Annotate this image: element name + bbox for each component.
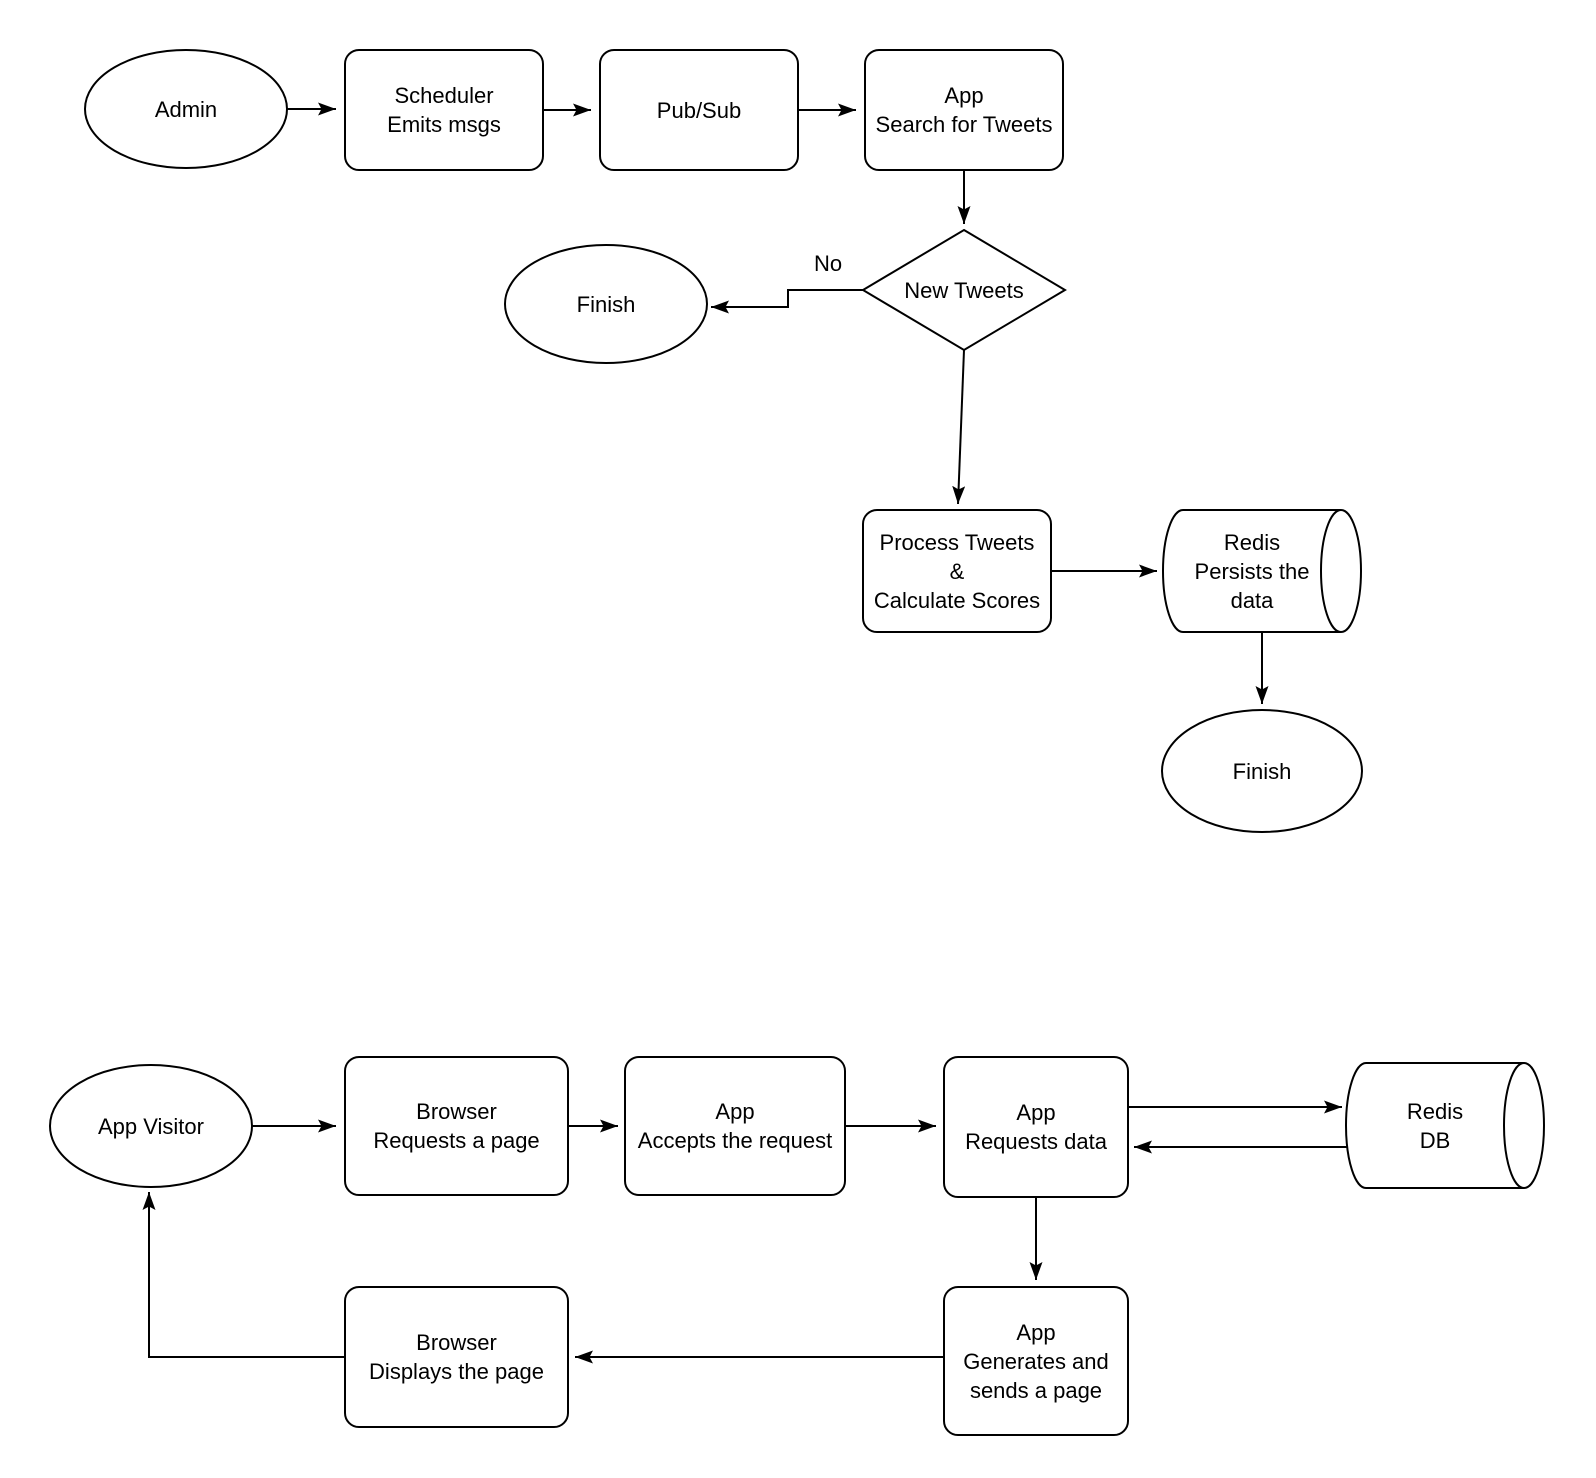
node-pubsub-rect xyxy=(599,49,799,171)
node-browser-requests-rect xyxy=(344,1056,569,1196)
node-redis-persists-cylinder-cap xyxy=(1320,509,1342,633)
node-process-tweets-rect xyxy=(862,509,1052,633)
node-finish-bottom-ellipse xyxy=(1161,709,1363,833)
node-app-visitor-ellipse xyxy=(49,1064,253,1188)
node-redis-db-cylinder xyxy=(1345,1062,1545,1189)
node-browser-displays-rect xyxy=(344,1286,569,1428)
edge-browser-displays-to-visitor xyxy=(142,1192,345,1358)
node-app-requests-rect xyxy=(943,1056,1129,1198)
node-app-accepts-rect xyxy=(624,1056,846,1196)
edge-new-tweets-no-to-finish xyxy=(711,289,863,314)
node-new-tweets-diamond xyxy=(861,228,1067,352)
node-admin-ellipse xyxy=(84,49,288,169)
node-finish-top-ellipse xyxy=(504,244,708,364)
edge-new-tweets-to-process xyxy=(952,349,966,505)
node-scheduler-rect xyxy=(344,49,544,171)
node-app-search-rect xyxy=(864,49,1064,171)
node-app-generates-rect xyxy=(943,1286,1129,1436)
node-redis-db-cylinder-cap xyxy=(1503,1062,1525,1189)
node-redis-persists-cylinder xyxy=(1162,509,1362,633)
